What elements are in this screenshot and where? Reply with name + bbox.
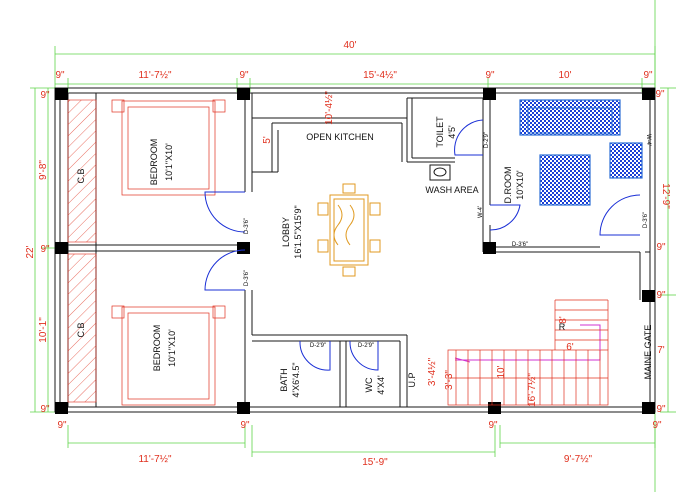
dim-left-9c: 9" [40,404,50,415]
label-door-droom-right: D-3'6" [643,212,649,228]
dim-bottom-9d: 9" [652,420,662,431]
dim-bottom-mid: 15'-9" [362,457,388,468]
dim-stair-16: 16'-7½" [527,373,538,407]
label-bath-size: 4'X6'4.5" [291,362,301,397]
dim-col-9c: 9" [485,70,495,81]
cb-upper-hatch [67,99,97,243]
label-door-bedroom-upper: D-3'6" [244,218,250,234]
dim-stair-10: 10' [496,365,507,378]
dim-right-9a: 9" [656,242,666,253]
label-window-right: W-4' [645,134,651,146]
wash-basin [429,164,451,181]
dim-left-9b: 9" [40,244,50,255]
dim-right-9c: 9" [656,404,666,415]
dim-bottom-9b: 9" [240,420,250,431]
dim-stair-8: 8' [558,316,569,324]
label-droom: D.ROOM [503,167,513,204]
bed-upper [111,99,226,196]
label-droom-size: 10'X10' [515,170,525,200]
dim-left-upper: 9'-8" [38,160,49,180]
dim-kitchen-depth: 5' [262,136,273,144]
dim-kitchen-width: 10'-4½" [324,91,335,125]
label-open-kitchen: OPEN KITCHEN [306,132,374,142]
label-window-droom: W-4' [478,206,484,218]
dim-left-9a: 9" [40,90,50,101]
label-door-bath: D-2'9" [310,343,326,349]
label-door-bedroom-lower: D-3'6" [244,270,250,286]
label-main-gate: MAINE GATE [643,325,653,380]
dimension-lines [30,0,676,492]
label-wc-size: 4'X4' [376,375,386,395]
dim-top-total: 40' [343,40,356,51]
label-cb-upper: C.B [76,168,86,183]
sofa-set [519,99,643,206]
label-door-toilet: D-2'9" [484,132,490,148]
dim-top-right: 15'-4½" [363,70,397,81]
dim-stair-3-4: 3'-4½" [427,357,438,386]
label-up: U.P [407,372,417,387]
label-lobby-size: 16'1.5"X15'9" [293,205,303,258]
dim-bottom-left: 11'-7½" [138,454,172,465]
doors [204,119,641,371]
label-toilet-size: 4'5' [447,125,457,139]
label-lobby: LOBBY [281,217,291,247]
label-door-wc: D-2'9" [358,343,374,349]
dim-bottom-right: 9'-7½" [564,454,593,465]
dim-col-9d: 9" [643,70,653,81]
dim-stair-6: 6' [566,342,574,353]
dim-col-9a: 9" [55,70,65,81]
dim-left-total: 22' [25,245,36,258]
label-bedroom-upper: BEDROOM [149,139,159,186]
label-cb-lower: C.B [76,322,86,337]
dim-bottom-9a: 9" [57,420,67,431]
dim-top-left: 11'-7½" [138,70,172,81]
dim-right-7: 7' [657,345,665,356]
label-door-droom: D-3'6" [512,242,528,248]
label-bedroom-upper-size: 10'1"X10' [164,143,174,181]
label-toilet: TOILET [435,116,445,148]
dim-right-9b: 9" [656,290,666,301]
label-wash-area: WASH AREA [425,185,478,195]
label-bedroom-lower-size: 10'1"X10' [167,329,177,367]
dim-bottom-9c: 9" [488,420,498,431]
columns [55,88,655,414]
dim-stair-3-3: 3'-3" [444,370,455,390]
stair-steps [455,309,608,405]
dim-left-lower: 10'-1" [38,317,49,343]
dim-top-right-sub: 10' [558,70,571,81]
dim-right-upper: 12'-9" [660,183,671,209]
label-wc: WC [364,377,374,392]
label-stair-r: R [559,322,566,332]
dim-col-9b: 9" [239,70,249,81]
dining-table [317,183,381,277]
cb-lower-hatch [67,253,97,403]
bed-lower [111,305,226,406]
label-bedroom-lower: BEDROOM [152,325,162,372]
label-bath: BATH [279,368,289,391]
dim-col-9e: 9" [655,89,665,100]
